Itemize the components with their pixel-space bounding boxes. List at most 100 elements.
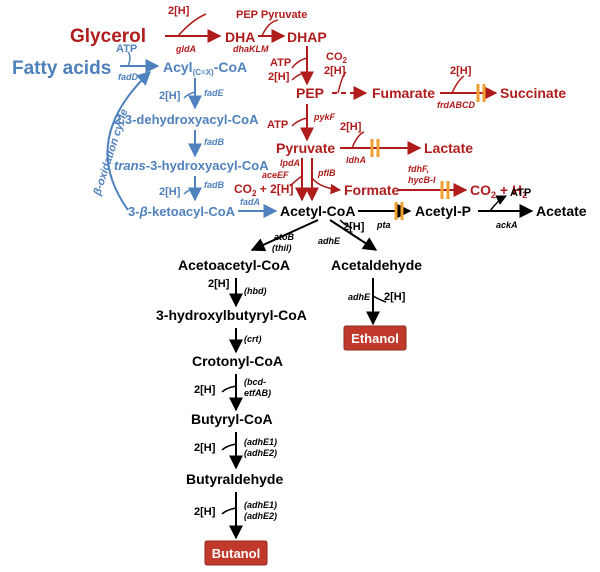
- co2-2h-release: CO2 + 2[H]: [234, 182, 293, 198]
- arrow-atp-2: [291, 117, 308, 127]
- cofactor-2h-blue-a: 2[H]: [159, 90, 181, 102]
- arrow-atp-1: [291, 57, 308, 69]
- arrow-acetylcoa-acetoacetyl: [250, 219, 319, 252]
- arrow-atp-black: [489, 195, 507, 212]
- atp-black: ATP: [510, 187, 531, 199]
- arrow-2h-blue-a: [183, 91, 196, 99]
- cofactor-2h-acp: 2[H]: [343, 221, 365, 233]
- gene-crt: (crt): [244, 334, 262, 344]
- knockout-lactate: [370, 139, 380, 157]
- ketoacyl-label: 3-β-ketoacyl-CoA: [128, 204, 236, 219]
- gene-atob: atoB: [274, 232, 295, 242]
- cofactor-2h-5: 2[H]: [340, 121, 362, 133]
- gene-acka: ackA: [496, 220, 518, 230]
- cofactor-2h-3: 2[H]: [324, 65, 346, 77]
- succinate-label: Succinate: [500, 85, 566, 101]
- gene-hycb: hycB-I: [408, 175, 436, 185]
- acyl-coa-label: Acyl(C=X)-CoA: [163, 59, 247, 77]
- acetate-label: Acetate: [536, 203, 587, 219]
- butyraldehyde-label: Butyraldehyde: [186, 471, 283, 487]
- gene-adhe-1: adhE: [318, 236, 341, 246]
- lactate-label: Lactate: [424, 140, 473, 156]
- arrow-2h-2: [291, 71, 308, 81]
- beta-oxidation-cycle-label: β-oxidation cycle: [91, 108, 131, 198]
- beta-oxidation-cycle-arrow: [106, 71, 152, 211]
- arrow-2h-g: [221, 507, 237, 515]
- co2-h2-label: CO2 + H2: [470, 182, 527, 200]
- arrow-atp-blue: [127, 51, 131, 67]
- gene-aceef: aceEF: [262, 170, 289, 180]
- butanol-label: Butanol: [212, 546, 260, 561]
- butanol-box: Butanol: [204, 540, 268, 566]
- gene-hbd: (hbd): [244, 286, 267, 296]
- acetoacetyl-coa-label: Acetoacetyl-CoA: [178, 257, 290, 273]
- gene-fadb-2: fadB: [204, 180, 225, 190]
- cofactor-2h-top: 2[H]: [168, 5, 190, 17]
- gene-lpda: lpdA: [280, 158, 300, 168]
- knockout-acetate: [394, 202, 404, 220]
- atp-blue: ATP: [116, 43, 137, 55]
- gene-adhe2-b: (adhE2): [244, 511, 277, 521]
- gene-pflb: pflB: [317, 168, 336, 178]
- arrow-2h-4: [451, 75, 465, 94]
- cofactor-pep-pyruvate: PEP Pyruvate: [236, 9, 307, 21]
- butyryl-coa-label: Butyryl-CoA: [191, 411, 273, 427]
- glycerol-pathway: Glycerol 2[H] gldA DHA PEP Pyruvate dhaK…: [70, 5, 566, 202]
- arrow-2h-f: [221, 443, 237, 451]
- acetyl-p-label: Acetyl-P: [415, 203, 471, 219]
- fumarate-label: Fumarate: [372, 85, 435, 101]
- arrow-formate: [311, 177, 342, 195]
- acetaldehyde-label: Acetaldehyde: [331, 257, 422, 273]
- gene-adhe-2: adhE: [348, 292, 371, 302]
- pep-label: PEP: [296, 85, 324, 101]
- dha-label: DHA: [225, 29, 255, 45]
- knockout-succinate: [476, 84, 486, 102]
- cofactor-2h-f: 2[H]: [194, 442, 216, 454]
- cofactor-2h-4: 2[H]: [450, 65, 472, 77]
- pyruvate-label: Pyruvate: [276, 140, 335, 156]
- knockout-formate: [440, 181, 450, 199]
- cofactor-2h-blue-b: 2[H]: [159, 186, 181, 198]
- arrow-2h-d: [372, 295, 387, 303]
- gene-frdabcd: frdABCD: [437, 100, 475, 110]
- gene-bcd-1: (bcd-: [244, 377, 266, 387]
- gene-fdhf: fdhF,: [408, 164, 429, 174]
- hydroxybutyryl-coa-label: 3-hydroxylbutyryl-CoA: [156, 307, 307, 323]
- gene-adhe1-a: (adhE1): [244, 437, 277, 447]
- fatty-acids-label: Fatty acids: [12, 58, 111, 79]
- arrow-acetylcoa-acetaldehyde: [329, 219, 378, 251]
- crotonyl-coa-label: Crotonyl-CoA: [192, 353, 283, 369]
- co2-uptake: CO2: [326, 51, 348, 65]
- gene-fada: fadA: [240, 197, 260, 207]
- arrow-cofactor-2h: [177, 13, 207, 37]
- acetyl-coa-label: Acetyl-CoA: [280, 203, 355, 219]
- arrow-2h-5: [351, 131, 365, 149]
- cofactor-2h-2: 2[H]: [268, 71, 290, 83]
- dhap-label: DHAP: [287, 29, 327, 45]
- arrow-2h-e: [221, 385, 237, 393]
- gene-dhaklm: dhaKLM: [233, 44, 269, 54]
- gene-adhe2-a: (adhE2): [244, 448, 277, 458]
- glycerol-label: Glycerol: [70, 26, 146, 47]
- gene-pykf: pykF: [313, 112, 336, 122]
- cofactor-2h-c: 2[H]: [208, 278, 230, 290]
- atp-2: ATP: [267, 119, 288, 131]
- gene-fadd: fadD: [118, 72, 139, 82]
- gene-fade: fadE: [204, 88, 225, 98]
- cofactor-2h-e: 2[H]: [194, 384, 216, 396]
- arrow-pep-pyruvate: [261, 19, 279, 37]
- gene-pta: pta: [376, 220, 391, 230]
- dehydroxyacyl-label: 2,3-dehydroxyacyl-CoA: [114, 112, 259, 127]
- ethanol-label: Ethanol: [351, 331, 399, 346]
- arrow-2h-blue-b: [183, 187, 196, 195]
- ethanol-box: Ethanol: [343, 325, 407, 351]
- gene-bcd-2: etfAB): [244, 388, 271, 398]
- gene-ldha: ldhA: [346, 155, 366, 165]
- cofactor-2h-g: 2[H]: [194, 506, 216, 518]
- gene-adhe1-b: (adhE1): [244, 500, 277, 510]
- fermentation-pathway: Acetyl-CoA pta Acetyl-P ATP ackA Acetate…: [156, 187, 587, 566]
- gene-fadb-1: fadB: [204, 137, 225, 147]
- formate-label: Formate: [344, 182, 399, 198]
